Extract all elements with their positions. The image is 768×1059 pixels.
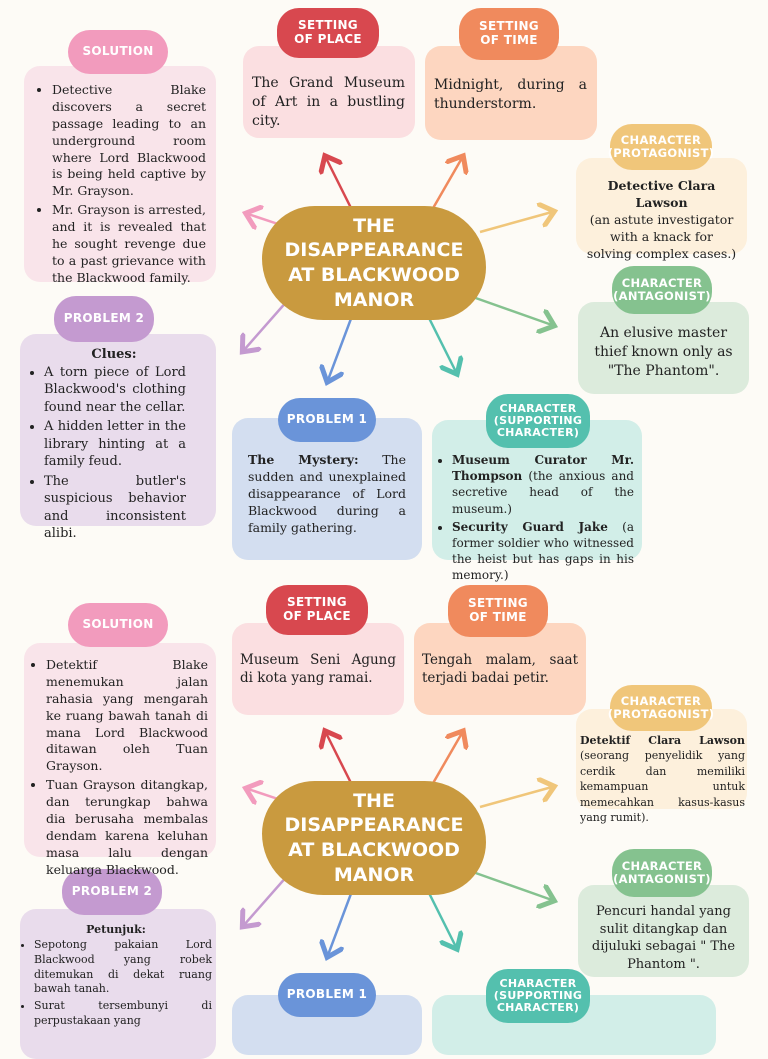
arrow-to-problem2 <box>244 299 289 350</box>
solution-list: Detektif Blake menemukan jalan rahasia y… <box>28 657 208 878</box>
antagonist-text: An elusive master thief known only as "T… <box>594 325 733 379</box>
problem1-tag: PROBLEM 1 <box>278 973 376 1017</box>
protagonist-desc: (an astute investigator with a knack for… <box>586 211 737 261</box>
protagonist-name: Detektif Clara Lawson <box>580 734 745 747</box>
problem2-box: Clues: A torn piece of Lord Blackwood's … <box>20 334 216 541</box>
setting-time-text: Tengah malam, saat terjadi badai petir. <box>422 652 578 687</box>
arrow-to-antagonist <box>469 869 552 900</box>
antagonist-text: Pencuri handal yang sulit ditangkap dan … <box>591 904 736 972</box>
protagonist-box: Detektif Clara Lawson (seorang penyelidi… <box>576 709 747 824</box>
setting-place-text: Museum Seni Agung di kota yang ramai. <box>240 652 396 687</box>
list-item: Sepotong pakaian Lord Blackwood yang rob… <box>34 938 212 997</box>
list-item: Detektif Blake menemukan jalan rahasia y… <box>46 657 208 775</box>
problem2-tag: PROBLEM 2 <box>62 869 162 915</box>
title-line-2: AT BLACKWOOD <box>288 264 460 286</box>
title-line-3: MANOR <box>333 288 415 311</box>
solution-tag: SOLUTION <box>68 30 168 74</box>
protagonist-desc: (seorang penyelidik yang cerdik dan memi… <box>580 749 745 824</box>
arrow-to-protagonist <box>479 787 552 809</box>
problem2-label: Clues: <box>91 347 137 362</box>
antagonist-tag: CHARACTER(ANTAGONIST) <box>612 849 712 897</box>
arrow-to-problem1 <box>328 315 354 380</box>
connector-arrows <box>0 575 768 1024</box>
problem2-list: Sepotong pakaian Lord Blackwood yang rob… <box>20 938 212 1029</box>
solution-tag: SOLUTION <box>68 603 168 647</box>
main-title: THE DISAPPEARANCE AT BLACKWOOD MANOR <box>262 781 486 895</box>
arrow-to-time <box>430 733 462 786</box>
protagonist-box: Detective Clara Lawson (an astute invest… <box>576 158 747 261</box>
problem1-text: The sudden and unexplained disappearance… <box>248 452 406 535</box>
main-title: THE DISAPPEARANCE AT BLACKWOOD MANOR <box>262 206 486 320</box>
protagonist-name: Detective Clara Lawson <box>607 178 716 210</box>
arrow-to-place <box>326 733 354 786</box>
antagonist-box: An elusive master thief known only as "T… <box>578 302 749 394</box>
title-line-3: MANOR <box>333 863 415 886</box>
setting-place-text: The Grand Museum of Art in a bustling ci… <box>252 75 405 129</box>
antagonist-box: Pencuri handal yang sulit ditangkap dan … <box>578 885 749 977</box>
setting-place-box: Museum Seni Agung di kota yang ramai. <box>232 623 404 715</box>
list-item: Mr. Grayson is arrested, and it is revea… <box>52 202 206 286</box>
arrow-to-supporting <box>426 315 456 372</box>
arrow-to-supporting <box>426 890 456 947</box>
setting-time-text: Midnight, during a thunderstorm. <box>434 77 587 112</box>
arrow-to-problem2 <box>244 874 289 925</box>
setting-time-box: Tengah malam, saat terjadi badai petir. <box>414 623 586 715</box>
antagonist-tag: CHARACTER(ANTAGONIST) <box>612 266 712 314</box>
list-item: Surat tersembunyi di perpustakaan yang <box>34 999 212 1029</box>
setting-place-box: The Grand Museum of Art in a bustling ci… <box>243 46 415 138</box>
arrow-to-problem1 <box>328 890 354 955</box>
problem2-box: Petunjuk: Sepotong pakaian Lord Blackwoo… <box>20 909 216 1059</box>
setting-time-box: Midnight, during a thunderstorm. <box>425 46 597 140</box>
arrow-to-time <box>430 158 462 211</box>
title-line-1: THE DISAPPEARANCE <box>284 789 464 837</box>
list-item: Detective Blake discovers a secret passa… <box>52 82 206 200</box>
problem1-label: The Mystery: <box>248 452 359 467</box>
problem2-list: A torn piece of Lord Blackwood's clothin… <box>26 364 186 543</box>
arrow-to-protagonist <box>479 212 552 234</box>
list-item: The butler's suspicious behavior and inc… <box>44 473 186 543</box>
problem2-tag: PROBLEM 2 <box>54 296 154 342</box>
solution-list: Detective Blake discovers a secret passa… <box>34 82 206 287</box>
protagonist-tag: CHARACTER(PROTAGONIST) <box>608 124 714 170</box>
title-line-1: THE DISAPPEARANCE <box>284 214 464 262</box>
indonesian-mindmap: THE DISAPPEARANCE AT BLACKWOOD MANOR Mus… <box>0 575 768 1059</box>
connector-arrows <box>0 0 768 575</box>
english-mindmap: THE DISAPPEARANCE AT BLACKWOOD MANOR The… <box>0 0 768 575</box>
solution-box: Detective Blake discovers a secret passa… <box>24 66 216 285</box>
problem2-label: Petunjuk: <box>86 923 146 936</box>
problem1-tag: PROBLEM 1 <box>278 398 376 442</box>
list-item: A hidden letter in the library hinting a… <box>44 418 186 471</box>
supporting-list: Museum Curator Mr. Thompson (the anxious… <box>434 452 634 584</box>
title-line-2: AT BLACKWOOD <box>288 839 460 861</box>
arrow-to-place <box>326 158 354 211</box>
arrow-to-antagonist <box>469 294 552 325</box>
list-item: Museum Curator Mr. Thompson (the anxious… <box>452 452 634 517</box>
solution-box: Detektif Blake menemukan jalan rahasia y… <box>24 643 216 877</box>
supporting-box: Museum Curator Mr. Thompson (the anxious… <box>432 420 642 582</box>
list-item: Tuan Grayson ditangkap, dan terungkap ba… <box>46 777 208 878</box>
protagonist-tag: CHARACTER(PROTAGONIST) <box>608 685 714 731</box>
list-item: A torn piece of Lord Blackwood's clothin… <box>44 364 186 417</box>
list-item: Security Guard Jake (a former soldier wh… <box>452 519 634 584</box>
